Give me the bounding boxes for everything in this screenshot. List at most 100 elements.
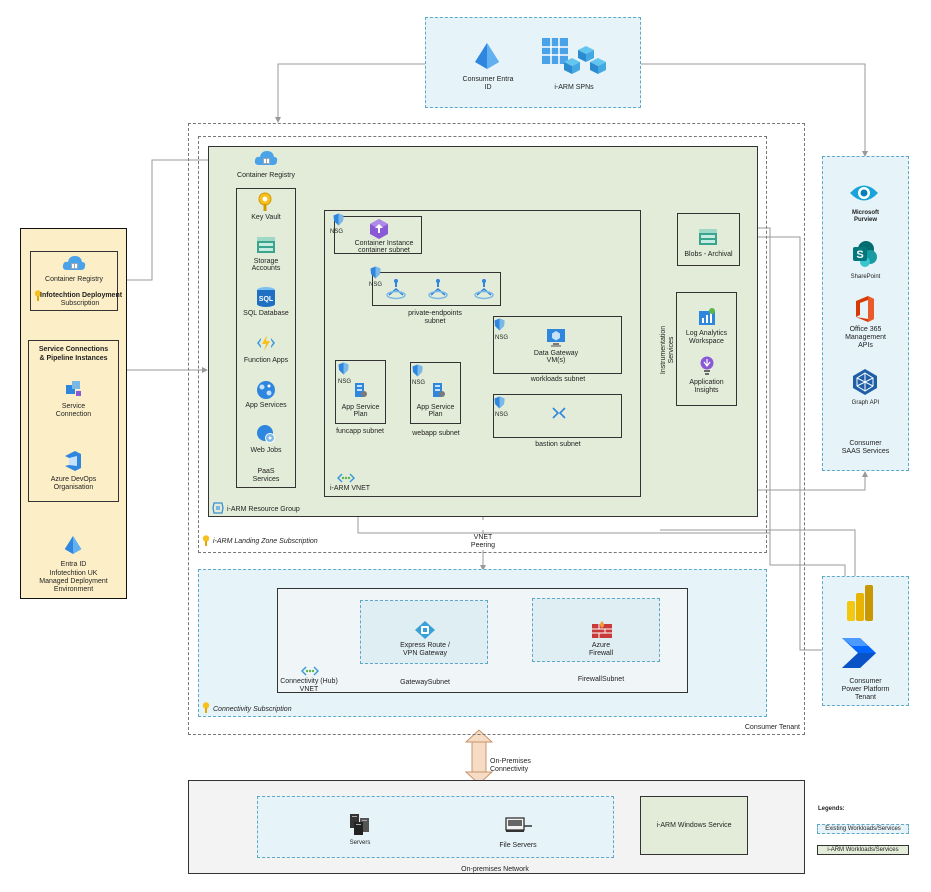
o365-label-3: APIs bbox=[858, 342, 873, 349]
office-365-icon bbox=[856, 296, 874, 322]
entra-title-2: ID bbox=[484, 84, 492, 91]
entra-title-1: Consumer Entra bbox=[462, 76, 514, 83]
webapp-asp-label-2: Plan bbox=[428, 411, 443, 418]
paas-label-1: PaaS bbox=[257, 468, 275, 475]
data-gateway-label-1: Data Gateway bbox=[533, 350, 579, 357]
container-subnet-label: container subnet bbox=[358, 247, 410, 254]
legend-title: Legends: bbox=[818, 806, 845, 812]
app-insights-label-2: Insights bbox=[694, 387, 719, 394]
entra-id-icon bbox=[475, 43, 499, 69]
bastion-subnet-label: bastion subnet bbox=[535, 441, 581, 448]
azure-firewall-label-2: Firewall bbox=[588, 650, 614, 657]
container-subnet-box bbox=[334, 216, 422, 254]
storage-label-2: Accounts bbox=[251, 265, 281, 272]
private-endpoints-label-1: private-endpoints bbox=[408, 310, 462, 317]
service-connections-label-2: & Pipeline Instances bbox=[39, 355, 108, 362]
landing-zone-box: i-ARM Landing Zone Subscription bbox=[198, 136, 767, 553]
windows-service-label: i-ARM Windows Service bbox=[656, 822, 732, 829]
nsg-shield-icon bbox=[333, 213, 344, 226]
onprem-network-label: On-premises Network bbox=[461, 866, 529, 873]
private-endpoint-icon bbox=[386, 279, 406, 300]
container-registry-icon bbox=[62, 256, 86, 270]
nsg-shield-icon bbox=[494, 318, 505, 331]
service-connections-box bbox=[28, 340, 119, 502]
nsg-label: NSG bbox=[412, 380, 426, 386]
hub-vnet-label-1: Connectivity (Hub) bbox=[280, 678, 338, 685]
gateway-subnet-label: GatewaySubnet bbox=[400, 679, 450, 686]
deployment-registry-label: Container Registry bbox=[45, 276, 103, 283]
deployment-entra-label: Entra ID bbox=[60, 561, 87, 568]
hub-vnet-label-2: VNET bbox=[299, 686, 319, 693]
key-subscription-icon bbox=[34, 290, 42, 301]
blobs-archival-box bbox=[677, 213, 740, 266]
blobs-archival-label: Blobs - Archival bbox=[684, 251, 733, 258]
funcapp-asp-label-1: App Service bbox=[341, 404, 380, 411]
entra-id-icon bbox=[64, 536, 82, 554]
storage-accounts-icon bbox=[257, 237, 275, 253]
key-vault-label: Key Vault bbox=[251, 214, 281, 221]
power-platform-label-1: Consumer bbox=[849, 678, 882, 685]
windows-service-box bbox=[640, 796, 748, 855]
file-servers-icon bbox=[505, 817, 532, 832]
o365-label-2: Management bbox=[845, 334, 886, 341]
consumer-tenant-box: Consumer Tenant bbox=[188, 123, 805, 735]
paas-services-box bbox=[236, 188, 296, 488]
nsg-label: NSG bbox=[369, 282, 383, 288]
hub-vnet-icon bbox=[301, 666, 319, 676]
container-instance-label: Container Instance bbox=[354, 240, 414, 247]
paas-label-2: Services bbox=[252, 476, 280, 483]
resource-group-label: i-ARM Resource Group bbox=[227, 506, 300, 513]
webapp-subnet-label: webapp subnet bbox=[412, 430, 460, 437]
workloads-subnet-label: workloads subnet bbox=[530, 376, 586, 383]
app-service-plan-icon bbox=[433, 383, 445, 397]
data-gateway-label-2: VM(s) bbox=[546, 357, 566, 364]
graph-api-icon bbox=[853, 369, 877, 395]
spns-label: i-ARM SPNs bbox=[554, 84, 594, 91]
svg-text:S: S bbox=[856, 249, 863, 261]
blob-storage-icon bbox=[699, 229, 717, 245]
power-automate-icon bbox=[842, 638, 876, 668]
nsg-shield-icon bbox=[412, 364, 423, 377]
private-endpoints-subnet-box bbox=[372, 272, 501, 306]
vnet-label: i-ARM VNET bbox=[330, 485, 371, 492]
microsoft-purview-icon bbox=[850, 185, 878, 201]
o365-label-1: Office 365 bbox=[849, 326, 882, 333]
graph-api-label: Graph API bbox=[851, 400, 880, 406]
saas-label-1: Consumer bbox=[849, 440, 882, 447]
purview-label-2: Purview bbox=[853, 217, 877, 223]
azure-firewall-label-1: Azure bbox=[591, 642, 611, 649]
env-label-2: Managed Deployment bbox=[39, 578, 108, 585]
nsg-label: NSG bbox=[338, 379, 352, 385]
resource-group-icon bbox=[212, 502, 224, 514]
data-gateway-vm-icon bbox=[547, 329, 565, 347]
env-label-3: Environment bbox=[53, 586, 94, 593]
consumer-saas-box bbox=[822, 156, 909, 471]
instrumentation-box bbox=[676, 292, 737, 406]
onprem-connectivity-label-2: Connectivity bbox=[490, 766, 529, 773]
express-route-label-2: VPN Gateway bbox=[403, 650, 447, 657]
nsg-label: NSG bbox=[495, 412, 509, 418]
legend-iarm-label: i-ARM Workloads/Services bbox=[827, 847, 899, 853]
web-jobs-icon bbox=[257, 425, 275, 443]
webapp-subnet-box bbox=[410, 362, 461, 424]
storage-label-1: Storage bbox=[253, 258, 279, 265]
nsg-label: NSG bbox=[330, 229, 344, 235]
svg-text:SQL: SQL bbox=[259, 296, 274, 303]
funcapp-subnet-box bbox=[335, 360, 386, 424]
file-servers-label: File Servers bbox=[499, 842, 537, 849]
container-registry-icon bbox=[254, 151, 278, 165]
app-services-label: App Services bbox=[245, 402, 287, 409]
instrumentation-label-1: Instrumentation bbox=[660, 325, 667, 375]
express-route-label-1: Express Route / bbox=[400, 642, 450, 649]
app-services-icon bbox=[257, 381, 275, 399]
connectivity-label: Connectivity Subscription bbox=[213, 706, 292, 713]
app-service-plan-icon bbox=[355, 383, 367, 397]
spn-cubes-icon bbox=[542, 38, 606, 74]
key-subscription-icon bbox=[202, 702, 210, 713]
webapp-asp-label-1: App Service bbox=[416, 404, 455, 411]
private-endpoint-icon bbox=[474, 279, 494, 300]
funcapp-subnet-label: funcapp subnet bbox=[336, 428, 384, 435]
servers-icon bbox=[350, 814, 369, 835]
workloads-subnet-box bbox=[493, 316, 622, 374]
deployment-subscription-box bbox=[30, 251, 118, 311]
